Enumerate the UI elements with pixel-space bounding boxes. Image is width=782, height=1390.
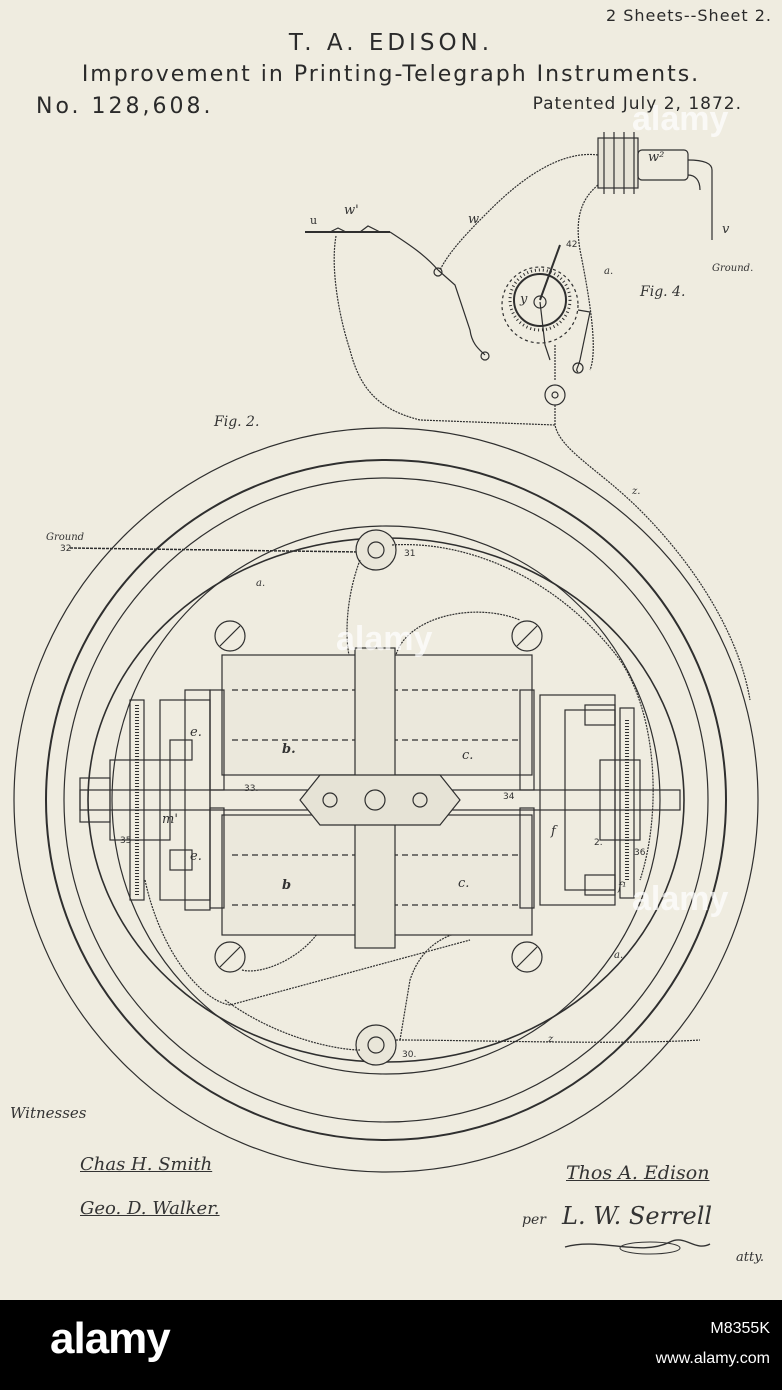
- label-42: 42: [566, 240, 577, 250]
- label-z: z.: [632, 486, 640, 497]
- label-w1: w': [344, 203, 359, 218]
- image-id: M8355K: [710, 1320, 770, 1338]
- label-a-top: a.: [604, 266, 613, 277]
- label-c-top: c.: [462, 748, 473, 763]
- label-a-right: a.: [614, 950, 623, 961]
- alamy-logo: alamy: [50, 1314, 170, 1364]
- watermark-overlay-center: alamy: [336, 620, 432, 659]
- label-32: 32: [60, 544, 71, 554]
- label-y: y: [520, 292, 527, 307]
- signature-flourish: [560, 1232, 720, 1262]
- label-a-left: a.: [256, 578, 265, 589]
- label-b-top: b.: [282, 742, 296, 757]
- label-30: 30.: [402, 1050, 416, 1060]
- witnesses-label: Witnesses: [10, 1104, 87, 1122]
- label-34: 34: [503, 792, 514, 802]
- label-v: v: [722, 222, 729, 237]
- label-e-bot: e.: [190, 849, 202, 864]
- inventor-signature: Thos A. Edison: [566, 1162, 709, 1184]
- per-label: per: [522, 1212, 546, 1228]
- stock-footer: alamy M8355K www.alamy.com: [0, 1300, 782, 1390]
- atty-label: atty.: [736, 1250, 764, 1265]
- fig2-label: Fig. 2.: [214, 414, 259, 430]
- label-2: 2.: [594, 838, 603, 848]
- label-e-top: e.: [190, 725, 202, 740]
- fig4-label: Fig. 4.: [640, 284, 685, 300]
- label-w: w: [468, 212, 479, 227]
- label-z-bottom: z: [548, 1034, 553, 1045]
- witness-2-signature: Geo. D. Walker.: [80, 1198, 220, 1219]
- label-f: f: [551, 824, 556, 839]
- label-f1: f¹: [618, 880, 626, 893]
- label-33: 33.: [244, 784, 258, 794]
- label-m1: m': [162, 812, 178, 827]
- label-ground-left: Ground: [46, 532, 84, 543]
- label-31: 31: [404, 549, 415, 559]
- label-36: 36: [634, 848, 645, 858]
- label-c-bot: c.: [458, 876, 469, 891]
- patent-sheet: 2 Sheets--Sheet 2. T. A. EDISON. Improve…: [0, 0, 782, 1300]
- site-url: www.alamy.com: [656, 1350, 770, 1368]
- label-ground-top: Ground.: [712, 263, 753, 274]
- label-w2: w²: [648, 150, 664, 165]
- figure-2: [14, 428, 758, 1172]
- figure-4: [305, 132, 750, 700]
- label-u: u: [310, 214, 317, 227]
- label-b-bot: b: [282, 878, 291, 893]
- watermark-overlay-top: alamy: [632, 100, 728, 139]
- watermark-overlay-right: alamy: [632, 880, 728, 919]
- attorney-signature: L. W. Serrell: [562, 1202, 712, 1230]
- label-35: 35: [120, 836, 131, 846]
- witness-1-signature: Chas H. Smith: [80, 1154, 212, 1175]
